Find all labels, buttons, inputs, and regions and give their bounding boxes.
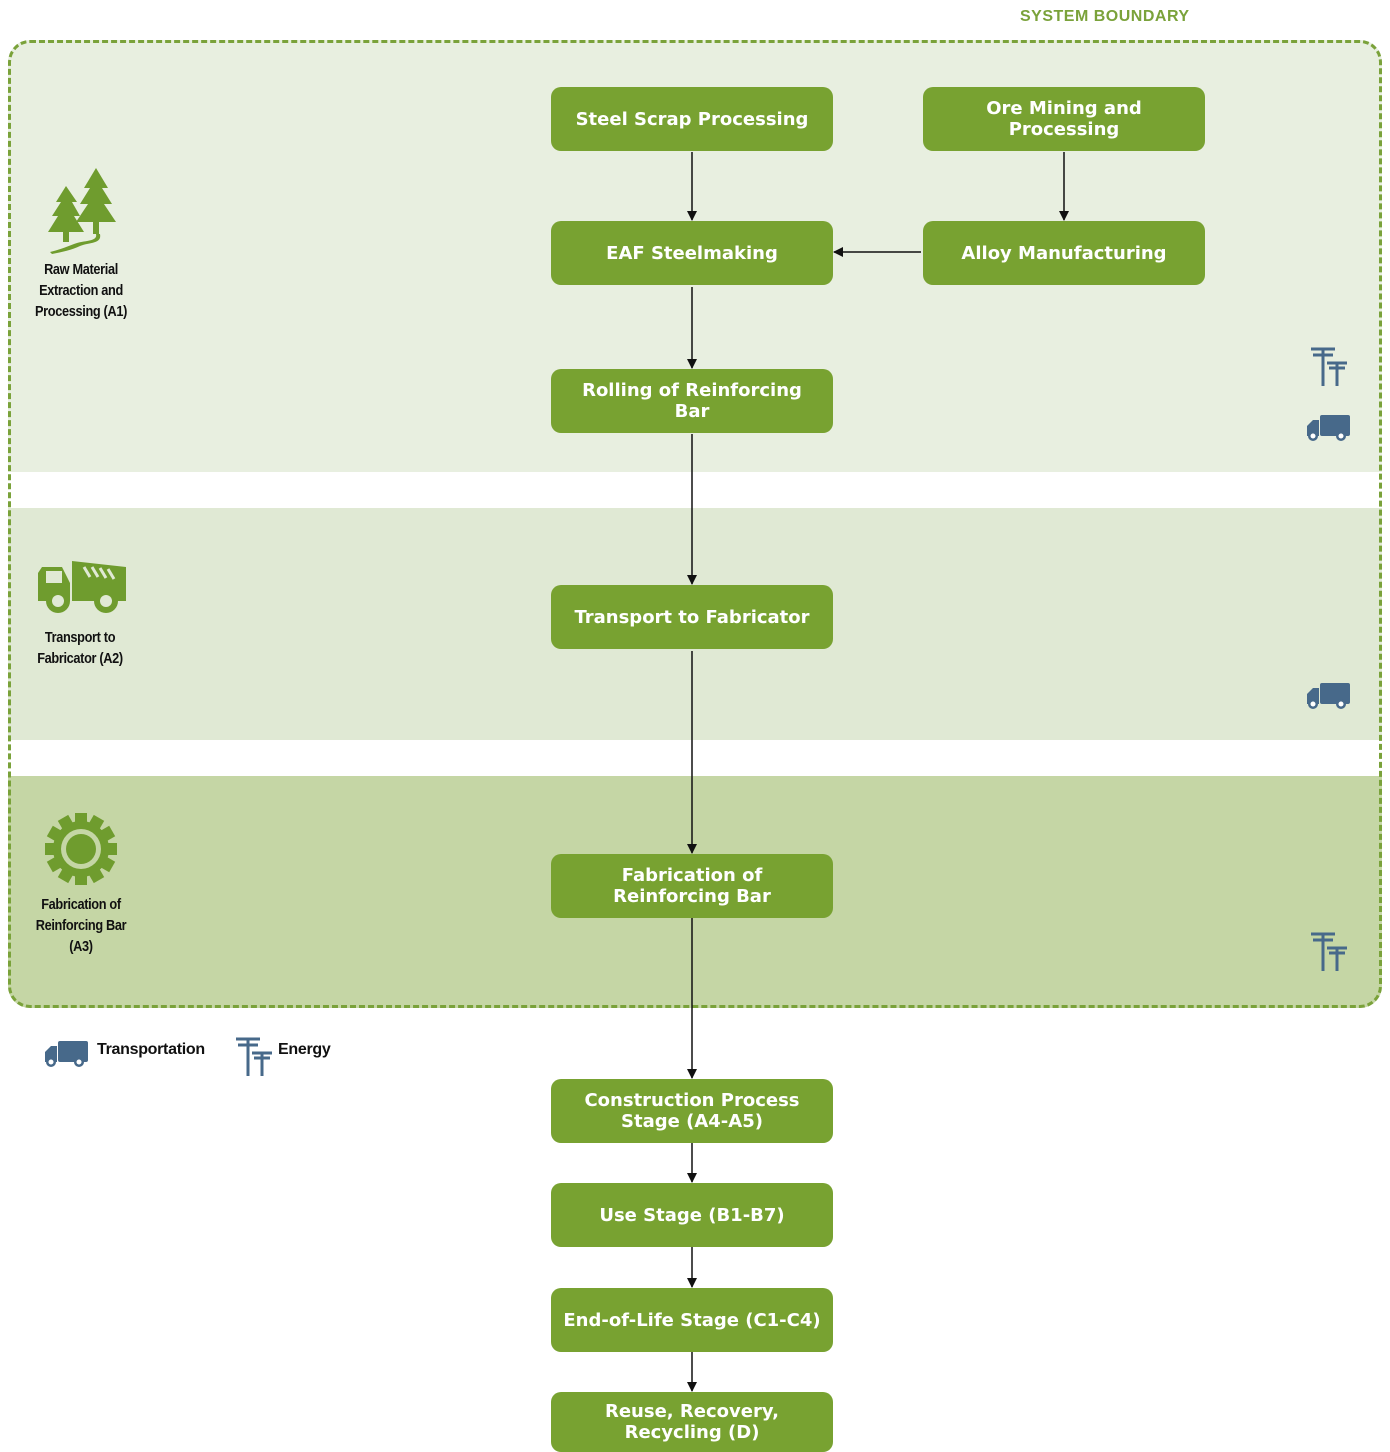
legend-truck-icon — [45, 1041, 88, 1067]
gear-icon — [45, 813, 117, 885]
stage-label-a1: Raw Material Extraction and Processing (… — [35, 261, 127, 320]
box-ore-mining: Ore Mining and Processing — [923, 87, 1205, 151]
box-construction: Construction Process Stage (A4-A5) — [551, 1079, 833, 1143]
box-alloy-manufacturing: Alloy Manufacturing — [923, 221, 1205, 285]
trees-icon — [48, 168, 116, 254]
stage-label-a2: Transport to Fabricator (A2) — [37, 629, 123, 667]
legend-energy-label: Energy — [278, 1041, 331, 1058]
truck-icon — [1307, 415, 1350, 441]
box-use-stage: Use Stage (B1-B7) — [551, 1183, 833, 1247]
truck-icon — [1307, 683, 1350, 709]
dump-truck-icon — [38, 561, 126, 613]
power-pole-icon — [1311, 932, 1347, 971]
box-reuse: Reuse, Recovery, Recycling (D) — [551, 1392, 833, 1452]
legend-power-pole-icon — [236, 1037, 272, 1076]
box-end-of-life: End-of-Life Stage (C1-C4) — [551, 1288, 833, 1352]
box-transport-to-fabricator: Transport to Fabricator — [551, 585, 833, 649]
box-rolling: Rolling of Reinforcing Bar — [551, 369, 833, 433]
box-eaf-steelmaking: EAF Steelmaking — [551, 221, 833, 285]
legend-transportation-label: Transportation — [97, 1041, 205, 1058]
system-boundary-title: SYSTEM BOUNDARY — [1020, 8, 1190, 25]
box-fabrication: Fabrication of Reinforcing Bar — [551, 854, 833, 918]
power-pole-icon — [1311, 347, 1347, 386]
stage-label-a3: Fabrication of Reinforcing Bar (A3) — [35, 896, 127, 955]
box-steel-scrap-processing: Steel Scrap Processing — [551, 87, 833, 151]
